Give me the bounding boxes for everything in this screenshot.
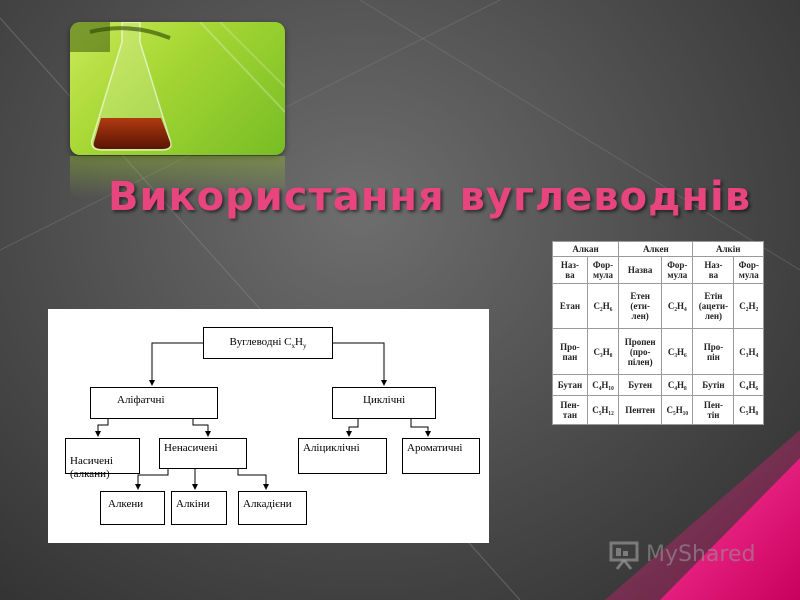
aliphatic-label: Аліфатчні [117,394,165,406]
hydrocarbon-classification-diagram: Вуглеводні CxHy Аліфатчні Циклічні Насич… [48,309,489,543]
slide-title: Використання вуглеводнів [108,174,752,220]
table-cell: C₄H₈ [661,374,694,396]
hydrocarbon-table: Алкан Алкен Алкін Наз- ва Фор- мула Назв… [552,241,764,425]
alkynes-label: Алкіни [176,498,210,510]
alkenes-box: Алкени [100,491,165,525]
root-label: Вуглеводні C [229,336,292,348]
table-row: Етан C₂H₆ Етен (ети- лен) C₂H₄ Етін (аце… [552,282,764,330]
alkadienes-label: Алкадієни [243,498,292,510]
table-cell: Етен (ети- лен) [618,282,663,330]
group-header-alkene: Алкен [618,241,694,257]
table-subheader-row: Наз- ва Фор- мула Назва Фор- мула Наз- в… [552,255,764,284]
subheader-cell: Наз- ва [552,255,588,284]
table-cell: Про- пан [552,328,588,376]
aromatic-box: Ароматичні [402,438,480,474]
root-sub-x: x [291,342,296,351]
table-cell: C₄H₁₀ [586,374,620,396]
table-cell: C₃H₆ [661,328,694,376]
table-cell: Про- пін [692,328,735,376]
table-cell: Етін (ацети- лен) [692,282,735,330]
alkynes-box: Алкіни [171,491,227,525]
table-cell: Бутен [618,374,663,396]
cyclic-box: Циклічні [332,387,436,419]
table-cell: Пентен [618,394,663,425]
cyclic-label: Циклічні [363,394,406,406]
alicyclic-box: Аліциклічні [298,438,387,474]
diagram-root-box: Вуглеводні CxHy [203,327,333,359]
pink-corner-decoration [605,430,800,600]
table-row: Бутан C₄H₁₀ Бутен C₄H₈ Бутін C₄H₆ [552,374,764,396]
table-cell: C₄H₆ [733,374,764,396]
subheader-cell: Наз- ва [692,255,735,284]
aromatic-label: Ароматичні [407,442,463,454]
chemistry-flask-photo [70,22,285,155]
table-cell: C₃H₈ [586,328,620,376]
table-cell: Етан [552,282,588,330]
presentation-board-icon [609,541,639,570]
alkadienes-box: Алкадієни [238,491,307,525]
alicyclic-label: Аліциклічні [303,442,360,454]
table-cell: Бутін [692,374,735,396]
subheader-cell: Назва [618,255,663,284]
table-cell: C₅H₁₂ [586,394,620,425]
table-row: Про- пан C₃H₈ Пропен (про- пілен) C₃H₆ П… [552,328,764,376]
table-row: Пен- тан C₅H₁₂ Пентен C₅H₁₀ Пен- тін C₅H… [552,394,764,425]
root-sub-y: y [302,342,307,351]
unsaturated-box: Ненасичені [159,438,247,469]
alkenes-label: Алкени [108,498,144,510]
table-cell: C₅H₈ [733,394,764,425]
saturated-box: Насичені (алкани) [65,438,140,480]
subheader-cell: Фор- мула [661,255,694,284]
flask-image [70,22,285,155]
hydrocarbon-table-grid: Алкан Алкен Алкін Наз- ва Фор- мула Назв… [552,241,764,425]
subheader-cell: Фор- мула [586,255,620,284]
watermark: MyShared [608,536,768,572]
table-cell: Пен- тін [692,394,735,425]
group-header-alkyne: Алкін [692,241,764,257]
table-cell: C₂H₂ [733,282,764,330]
photo-reflection [70,156,285,198]
saturated-label: Насичені (алкани) [70,455,113,480]
table-cell: C₂H₄ [661,282,694,330]
diagram-connectors [95,342,431,490]
subheader-cell: Фор- мула [733,255,764,284]
table-cell: C₃H₄ [733,328,764,376]
table-cell: C₅H₁₀ [661,394,694,425]
root-h: H [295,336,303,348]
watermark-text: MyShared [646,541,756,567]
table-group-row: Алкан Алкен Алкін [552,241,764,257]
table-cell: Бутан [552,374,588,396]
table-cell: C₂H₆ [586,282,620,330]
unsaturated-label: Ненасичені [164,442,218,454]
aliphatic-box: Аліфатчні [90,387,218,419]
table-cell: Пропен (про- пілен) [618,328,663,376]
group-header-alkane: Алкан [552,241,620,257]
table-cell: Пен- тан [552,394,588,425]
